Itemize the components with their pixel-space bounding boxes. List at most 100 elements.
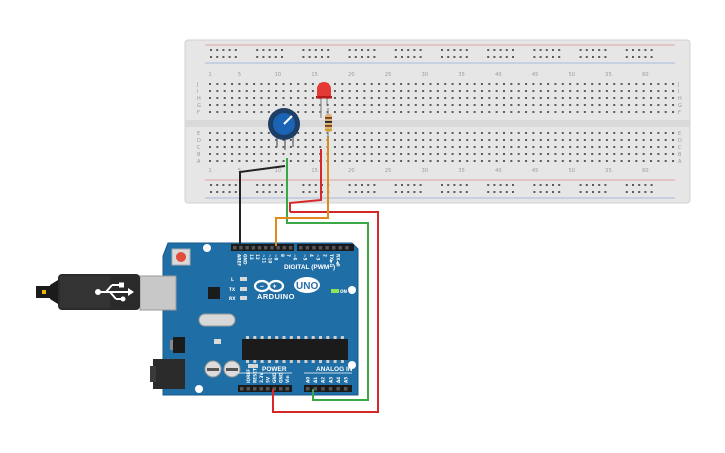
terminal-hole[interactable]: [238, 153, 241, 155]
terminal-hole[interactable]: [245, 139, 248, 141]
terminal-hole[interactable]: [245, 146, 248, 148]
terminal-hole[interactable]: [561, 83, 564, 85]
terminal-hole[interactable]: [260, 83, 263, 85]
terminal-hole[interactable]: [348, 160, 351, 162]
terminal-hole[interactable]: [363, 146, 366, 148]
terminal-hole[interactable]: [605, 153, 608, 155]
terminal-hole[interactable]: [260, 153, 263, 155]
terminal-hole[interactable]: [429, 132, 432, 134]
terminal-hole[interactable]: [304, 153, 307, 155]
terminal-hole[interactable]: [503, 97, 505, 99]
header-pin[interactable]: [233, 246, 237, 250]
terminal-hole[interactable]: [539, 132, 542, 134]
rail-hole[interactable]: [361, 49, 363, 51]
terminal-hole[interactable]: [488, 111, 491, 113]
terminal-hole[interactable]: [282, 160, 285, 162]
terminal-hole[interactable]: [458, 111, 461, 113]
terminal-hole[interactable]: [223, 146, 226, 148]
terminal-hole[interactable]: [216, 160, 219, 162]
terminal-hole[interactable]: [378, 146, 381, 148]
terminal-hole[interactable]: [275, 97, 278, 99]
rail-hole[interactable]: [505, 184, 508, 186]
terminal-hole[interactable]: [642, 160, 645, 162]
header-pin[interactable]: [313, 387, 318, 391]
terminal-hole[interactable]: [392, 132, 395, 134]
terminal-hole[interactable]: [561, 146, 564, 148]
terminal-hole[interactable]: [539, 83, 542, 85]
terminal-hole[interactable]: [209, 97, 211, 99]
rail-hole[interactable]: [413, 191, 416, 193]
terminal-hole[interactable]: [561, 153, 564, 155]
rail-hole[interactable]: [592, 49, 594, 51]
terminal-hole[interactable]: [209, 153, 211, 155]
rail-hole[interactable]: [256, 49, 259, 51]
terminal-hole[interactable]: [216, 111, 219, 113]
rail-hole[interactable]: [558, 191, 561, 193]
rail-hole[interactable]: [493, 49, 496, 51]
header-pin[interactable]: [332, 246, 336, 250]
terminal-hole[interactable]: [400, 83, 403, 85]
terminal-hole[interactable]: [436, 146, 439, 148]
terminal-hole[interactable]: [591, 90, 594, 92]
rail-hole[interactable]: [545, 49, 548, 51]
terminal-hole[interactable]: [289, 153, 292, 155]
terminal-hole[interactable]: [311, 160, 314, 162]
terminal-hole[interactable]: [223, 153, 226, 155]
terminal-hole[interactable]: [378, 90, 381, 92]
terminal-hole[interactable]: [613, 132, 616, 134]
terminal-hole[interactable]: [554, 153, 557, 155]
terminal-hole[interactable]: [672, 97, 675, 99]
terminal-hole[interactable]: [297, 160, 300, 162]
terminal-hole[interactable]: [356, 153, 358, 155]
terminal-hole[interactable]: [304, 160, 307, 162]
terminal-hole[interactable]: [517, 146, 520, 148]
wire-orange-pin[interactable]: [275, 136, 329, 246]
terminal-hole[interactable]: [539, 97, 542, 99]
rail-hole[interactable]: [585, 184, 588, 186]
rail-hole[interactable]: [487, 184, 490, 186]
usb-cable[interactable]: [36, 274, 140, 310]
terminal-hole[interactable]: [385, 97, 388, 99]
terminal-hole[interactable]: [488, 83, 491, 85]
terminal-hole[interactable]: [650, 139, 652, 141]
terminal-hole[interactable]: [392, 146, 395, 148]
rail-hole[interactable]: [274, 184, 277, 186]
terminal-hole[interactable]: [267, 139, 270, 141]
terminal-hole[interactable]: [400, 90, 403, 92]
terminal-hole[interactable]: [385, 160, 388, 162]
terminal-hole[interactable]: [238, 111, 241, 113]
terminal-hole[interactable]: [444, 97, 447, 99]
rail-hole[interactable]: [222, 184, 225, 186]
terminal-hole[interactable]: [576, 97, 579, 99]
rail-hole[interactable]: [499, 191, 502, 193]
terminal-hole[interactable]: [363, 97, 366, 99]
terminal-hole[interactable]: [591, 132, 594, 134]
terminal-hole[interactable]: [488, 146, 491, 148]
terminal-hole[interactable]: [517, 111, 520, 113]
terminal-hole[interactable]: [480, 104, 483, 106]
terminal-hole[interactable]: [319, 104, 322, 106]
rail-hole[interactable]: [354, 49, 357, 51]
rail-hole[interactable]: [604, 184, 607, 186]
rail-hole[interactable]: [394, 191, 397, 193]
rail-hole[interactable]: [505, 56, 508, 58]
rail-hole[interactable]: [552, 191, 554, 193]
terminal-hole[interactable]: [414, 132, 417, 134]
rail-hole[interactable]: [302, 191, 305, 193]
terminal-hole[interactable]: [583, 104, 586, 106]
terminal-hole[interactable]: [517, 83, 520, 85]
rail-hole[interactable]: [321, 49, 323, 51]
terminal-hole[interactable]: [378, 97, 381, 99]
rail-hole[interactable]: [373, 56, 376, 58]
terminal-hole[interactable]: [532, 146, 535, 148]
terminal-hole[interactable]: [378, 104, 381, 106]
terminal-hole[interactable]: [517, 104, 520, 106]
terminal-hole[interactable]: [525, 153, 528, 155]
terminal-hole[interactable]: [370, 104, 373, 106]
rail-hole[interactable]: [302, 49, 305, 51]
rail-hole[interactable]: [499, 49, 502, 51]
rail-hole[interactable]: [552, 56, 554, 58]
terminal-hole[interactable]: [356, 104, 358, 106]
rail-hole[interactable]: [447, 49, 450, 51]
